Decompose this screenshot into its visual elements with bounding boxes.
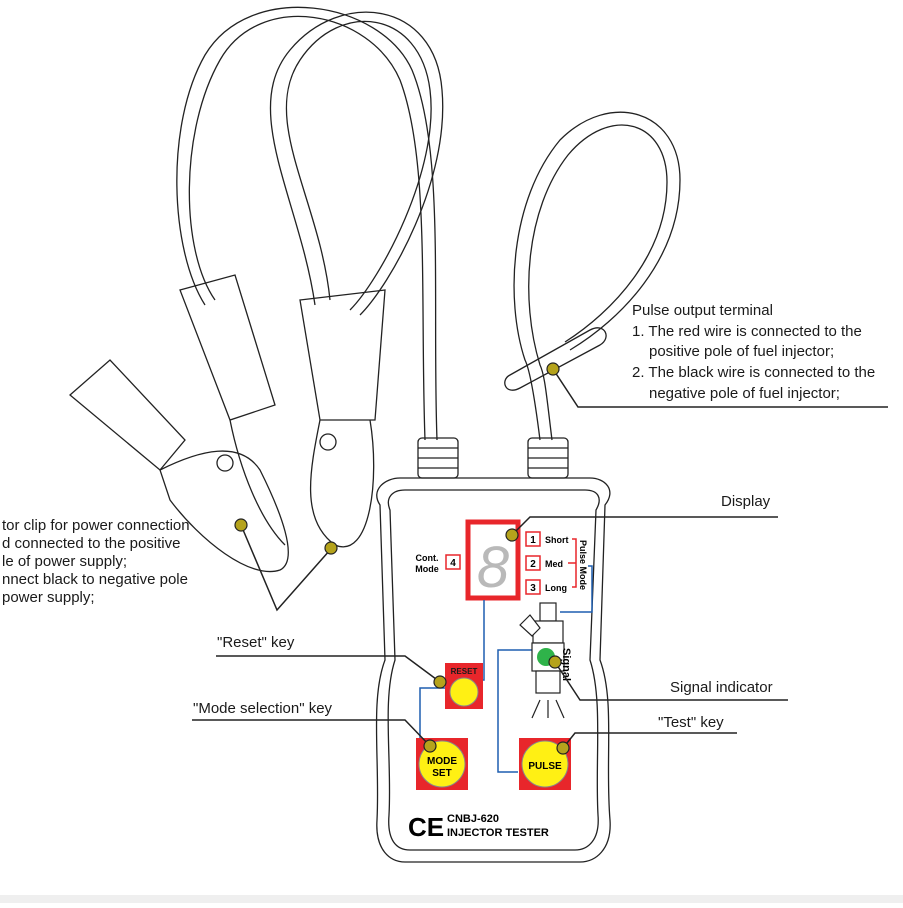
pulse-output-clip xyxy=(504,327,607,391)
pulse-output-line-3: 2. The black wire is connected to the xyxy=(632,364,876,381)
tester-body xyxy=(375,437,611,863)
alligator-callout-line-5: power supply; xyxy=(2,589,95,606)
model-number: CNBJ-620 xyxy=(447,813,499,825)
cont-mode-label-1: Cont. xyxy=(416,553,439,563)
reset-button-label: RESET xyxy=(451,667,478,676)
ce-mark: CE xyxy=(408,812,444,842)
signal-indicator-callout: Signal indicator xyxy=(670,679,773,696)
callout-dot-black-clip xyxy=(324,541,338,555)
alligator-callout-line-1: tor clip for power connection xyxy=(2,517,190,534)
pulse-mode-2-label: Med xyxy=(545,559,563,569)
mode-set-label-2: SET xyxy=(432,768,451,779)
callout-dot-test xyxy=(556,741,570,755)
mode-key-callout: "Mode selection" key xyxy=(193,700,333,717)
power-cable-loops xyxy=(176,6,444,441)
pulse-mode-2-number: 2 xyxy=(530,559,536,570)
alligator-callout-line-4: nnect black to negative pole xyxy=(2,571,188,588)
callout-dot-signal xyxy=(548,655,562,669)
callout-dot-mode xyxy=(423,739,437,753)
mode-set-label-1: MODE xyxy=(427,756,457,767)
device-name: INJECTOR TESTER xyxy=(447,827,549,839)
alligator-callout-line-2: d connected to the positive xyxy=(2,535,181,552)
signal-label: Signal xyxy=(560,648,572,681)
display-digit: 8 xyxy=(477,535,509,600)
callout-dot-reset xyxy=(433,675,447,689)
callout-dot-red-clip xyxy=(234,518,248,532)
reset-button[interactable]: RESET xyxy=(445,663,483,709)
bottom-strip xyxy=(0,895,903,903)
pulse-output-line-1: 1. The red wire is connected to the xyxy=(632,323,862,340)
pulse-mode-label: Pulse Mode xyxy=(578,540,588,590)
alligator-callout-line-3: le of power supply; xyxy=(2,553,128,570)
pulse-mode-1-label: Short xyxy=(545,535,569,545)
alligator-clip-red xyxy=(68,274,289,573)
callout-lines xyxy=(192,368,888,749)
alligator-clip-black xyxy=(299,289,386,548)
pulse-button-label: PULSE xyxy=(528,761,562,772)
pulse-output-line-2: positive pole of fuel injector; xyxy=(649,343,835,360)
cont-mode-label-2: Mode xyxy=(415,564,439,574)
pulse-output-title: Pulse output terminal xyxy=(632,302,773,319)
callout-dot-pulse-output xyxy=(546,362,560,376)
pulse-mode-1-number: 1 xyxy=(530,535,536,546)
pulse-mode-3-number: 3 xyxy=(530,583,536,594)
test-key-callout: "Test" key xyxy=(658,714,724,731)
cont-mode-number: 4 xyxy=(450,558,456,569)
pulse-cable-loop xyxy=(513,111,681,441)
pulse-output-line-4: negative pole of fuel injector; xyxy=(649,385,840,402)
pulse-mode-list: 1 Short 2 Med 3 Long Pulse Mode xyxy=(525,531,588,595)
pulse-mode-3-label: Long xyxy=(545,583,567,593)
display-callout: Display xyxy=(721,493,771,510)
reset-key-callout: "Reset" key xyxy=(217,634,295,651)
callout-dot-display xyxy=(505,528,519,542)
